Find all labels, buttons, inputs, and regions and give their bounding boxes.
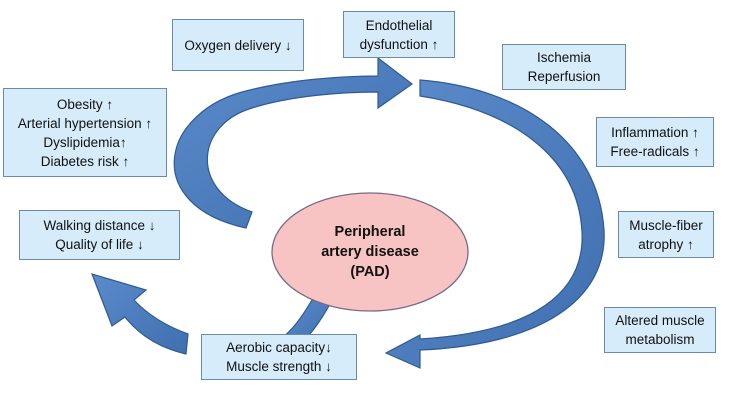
risk-line-4: Diabetes risk ↑ bbox=[40, 153, 130, 169]
metabolism-line-2: metabolism bbox=[625, 332, 695, 347]
endothelial-line-1: Endothelial bbox=[365, 17, 433, 33]
box-ischemia-reperfusion: Ischemia Reperfusion bbox=[502, 44, 626, 90]
aerobic-line-1: Aerobic capacity↓ bbox=[226, 340, 332, 355]
box-oxygen-delivery: Oxygen delivery ↓ bbox=[172, 19, 304, 71]
box-endothelial-dysfunction: Endothelial dysfunction ↑ bbox=[343, 11, 455, 58]
risk-line-2: Arterial hypertension ↑ bbox=[17, 115, 153, 131]
atrophy-line-1: Muscle-fiber bbox=[629, 217, 703, 233]
box-aerobic-capacity: Aerobic capacity↓ Muscle strength ↓ bbox=[201, 334, 357, 380]
pad-ellipse bbox=[271, 192, 469, 312]
box-walking-distance: Walking distance ↓ Quality of life ↓ bbox=[19, 210, 180, 260]
pad-label: Peripheral artery disease (PAD) bbox=[272, 193, 468, 311]
risk-line-3: Dyslipidemia↑ bbox=[43, 134, 127, 150]
inflammation-line-1: Inflammation ↑ bbox=[611, 125, 699, 140]
pad-label-line-3: (PAD) bbox=[350, 264, 390, 280]
box-muscle-fiber-atrophy: Muscle-fiber atrophy ↑ bbox=[618, 211, 714, 258]
arrow-right-main bbox=[384, 79, 605, 369]
metabolism-line-1: Altered muscle bbox=[615, 313, 705, 328]
pad-label-line-2: artery disease bbox=[321, 244, 419, 260]
pad-label-line-1: Peripheral bbox=[334, 224, 406, 240]
ischemia-line-1: Ischemia bbox=[536, 50, 592, 65]
endothelial-line-2: dysfunction ↑ bbox=[359, 36, 439, 52]
box-risk-factors: Obesity ↑ Arterial hypertension ↑ Dyslip… bbox=[3, 88, 167, 177]
aerobic-line-2: Muscle strength ↓ bbox=[226, 359, 332, 374]
oxygen-line-1: Oxygen delivery ↓ bbox=[184, 37, 292, 53]
risk-line-1: Obesity ↑ bbox=[56, 96, 114, 112]
box-inflammation: Inflammation ↑ Free-radicals ↑ bbox=[596, 117, 714, 167]
walking-line-2: Quality of life ↓ bbox=[55, 237, 144, 252]
arrow-bottom-left bbox=[91, 273, 189, 355]
atrophy-line-2: atrophy ↑ bbox=[638, 236, 694, 252]
arrow-left-upper bbox=[173, 56, 414, 229]
box-altered-muscle-metabolism: Altered muscle metabolism bbox=[604, 307, 716, 353]
ischemia-line-2: Reperfusion bbox=[527, 69, 601, 84]
walking-line-1: Walking distance ↓ bbox=[43, 218, 156, 233]
inflammation-line-2: Free-radicals ↑ bbox=[610, 144, 700, 159]
